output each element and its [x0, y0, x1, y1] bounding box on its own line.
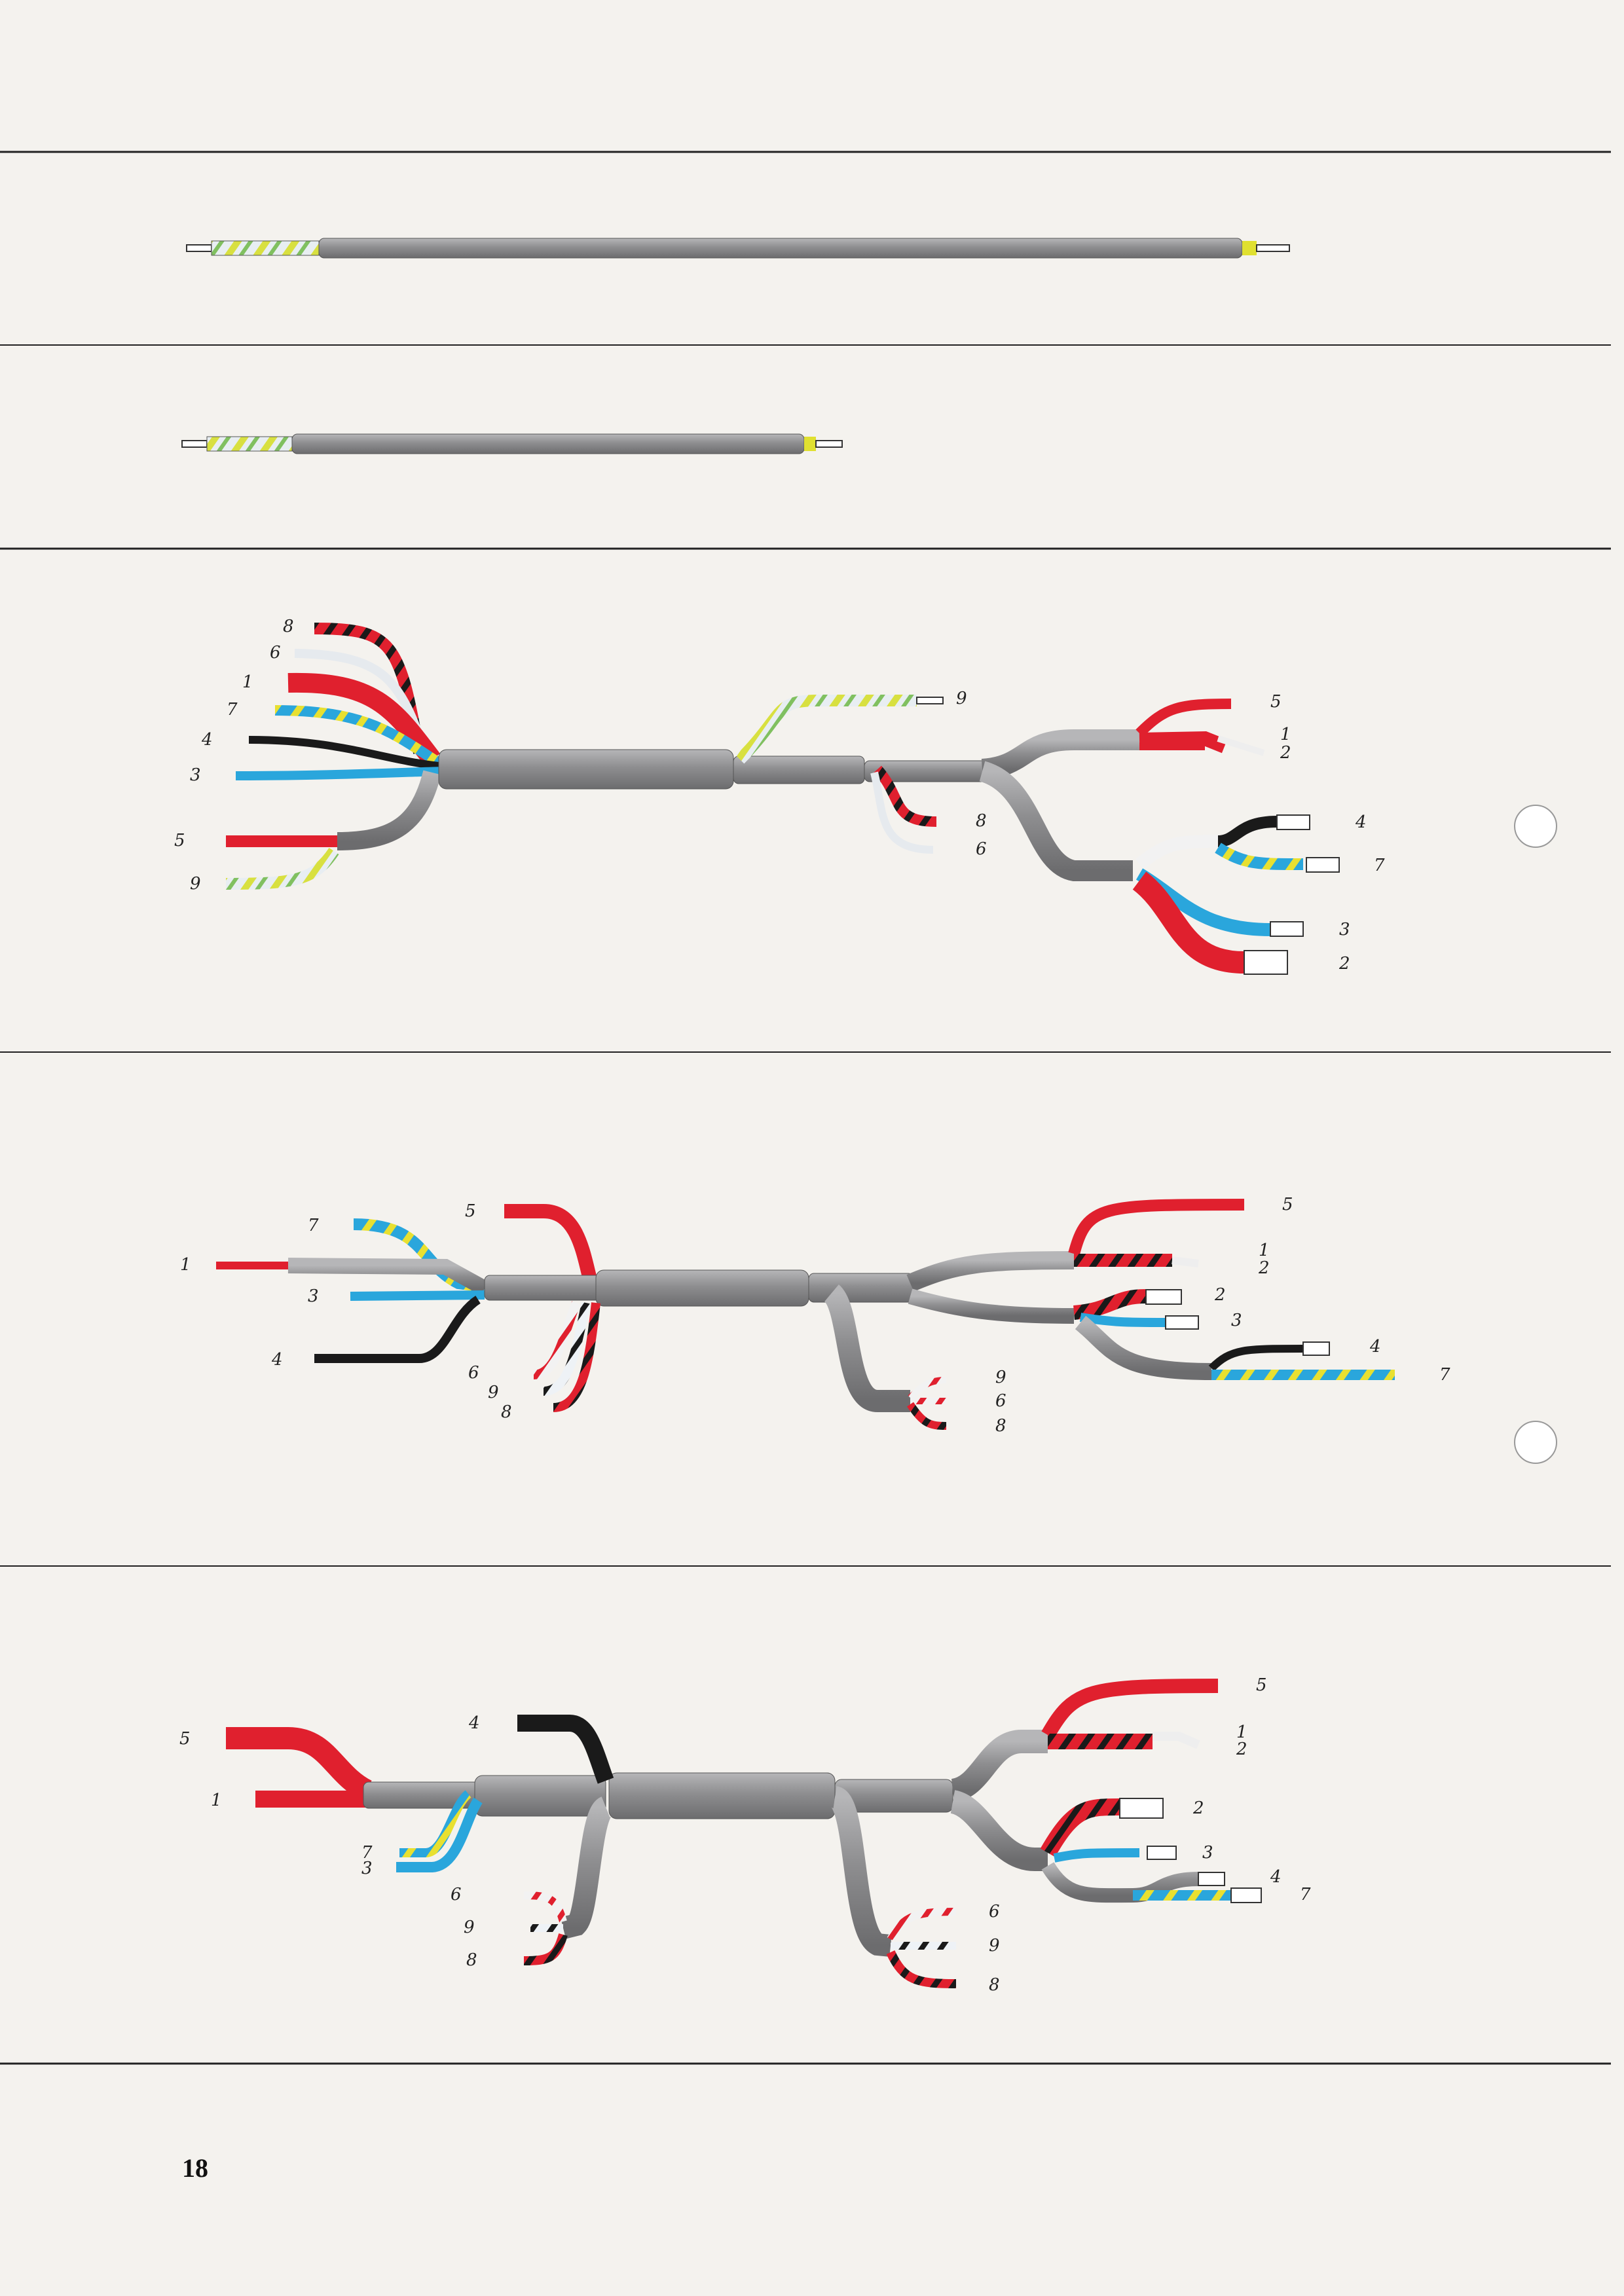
label: 1	[180, 1255, 191, 1275]
label: 6	[976, 839, 987, 859]
label: 3	[190, 765, 201, 785]
label: 2	[1258, 1258, 1270, 1278]
label: 4	[1355, 812, 1367, 832]
label: 7	[227, 700, 238, 720]
label: 9	[464, 1918, 475, 1937]
single-wire-long	[186, 238, 1290, 259]
label: 9	[488, 1383, 499, 1402]
label: 4	[201, 730, 213, 750]
label: 3	[361, 1859, 373, 1878]
label: 7	[1300, 1885, 1311, 1904]
label: 7	[308, 1216, 319, 1235]
label: 6	[451, 1885, 462, 1904]
label: 4	[468, 1713, 480, 1733]
label: 1	[242, 672, 253, 692]
label: 5	[465, 1201, 476, 1221]
label: 8	[989, 1975, 1000, 1995]
label: 3	[1339, 920, 1350, 939]
label: 5	[1282, 1195, 1293, 1214]
label: 5	[1256, 1675, 1267, 1695]
label: 8	[283, 617, 294, 636]
label: 3	[1231, 1311, 1242, 1330]
label: 8	[995, 1416, 1006, 1436]
label: 6	[989, 1902, 1000, 1922]
label: 3	[1202, 1843, 1213, 1863]
binder-holes	[1514, 805, 1557, 1464]
label: 6	[468, 1363, 479, 1383]
label: 4	[1270, 1867, 1282, 1887]
label: 7	[361, 1843, 373, 1863]
label: 1	[1259, 1241, 1270, 1260]
label: 8	[976, 811, 987, 831]
harness-b: 7 1 3 4 5 6 9 8 9 6 8 5 1 2 2 3 4 7	[180, 1195, 1450, 1436]
label: 9	[190, 874, 201, 894]
label: 9	[995, 1368, 1006, 1387]
label: 4	[271, 1350, 283, 1370]
label: 6	[995, 1391, 1006, 1411]
label: 4	[1369, 1337, 1381, 1357]
label: 5	[1270, 692, 1282, 712]
label: 1	[1236, 1722, 1247, 1742]
label: 3	[308, 1286, 319, 1306]
label: 2	[1280, 743, 1291, 763]
harness-a: 8 6 1 7 4 3 5 9 9 8 6 5 1 2 4 7 3 2	[174, 617, 1385, 975]
label: 2	[1214, 1285, 1226, 1305]
label: 2	[1236, 1740, 1247, 1759]
label: 5	[174, 831, 185, 850]
label: 8	[501, 1402, 512, 1422]
label: 9	[956, 689, 967, 708]
label: 6	[270, 643, 281, 663]
label: 7	[1374, 856, 1385, 875]
label: 5	[179, 1729, 191, 1749]
label: 9	[989, 1936, 1000, 1956]
harness-c: 5 1 4 7 3 6 9 8 6 9 8 5 1 2 2 3 4 7	[179, 1675, 1311, 1995]
section-dividers	[0, 151, 1611, 2065]
single-wire-short	[181, 433, 843, 454]
page-number: 18	[182, 2153, 208, 2183]
label: 7	[1439, 1365, 1450, 1385]
label: 1	[211, 1791, 222, 1810]
label: 2	[1338, 954, 1350, 974]
label: 1	[1280, 725, 1291, 744]
label: 8	[466, 1950, 477, 1970]
label: 2	[1192, 1798, 1204, 1818]
